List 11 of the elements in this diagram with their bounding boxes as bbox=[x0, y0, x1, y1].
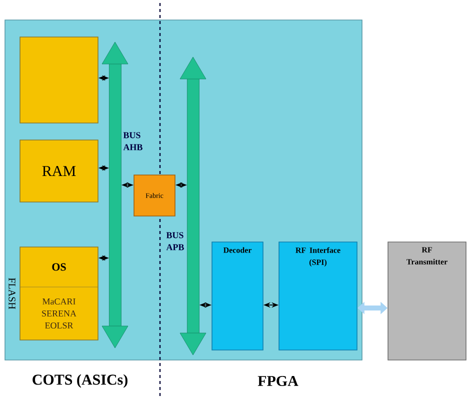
section-label: COTS (ASICs) bbox=[32, 374, 128, 388]
interface-box: RF Interface (SPI) bbox=[278, 242, 358, 350]
node-label: BUS AHB bbox=[123, 132, 142, 150]
os-box: OS MaCARI SERENA EOLSR bbox=[20, 246, 98, 340]
processor-box bbox=[20, 36, 98, 124]
section-label: FPGA bbox=[258, 376, 298, 386]
decoder-box: Decoder bbox=[212, 242, 264, 350]
transmitter-box: RF Transmitter bbox=[388, 242, 466, 360]
node-label: BUS APB bbox=[166, 232, 184, 250]
side-label: FLASH bbox=[8, 278, 16, 310]
memory-box: RAM bbox=[20, 140, 98, 202]
